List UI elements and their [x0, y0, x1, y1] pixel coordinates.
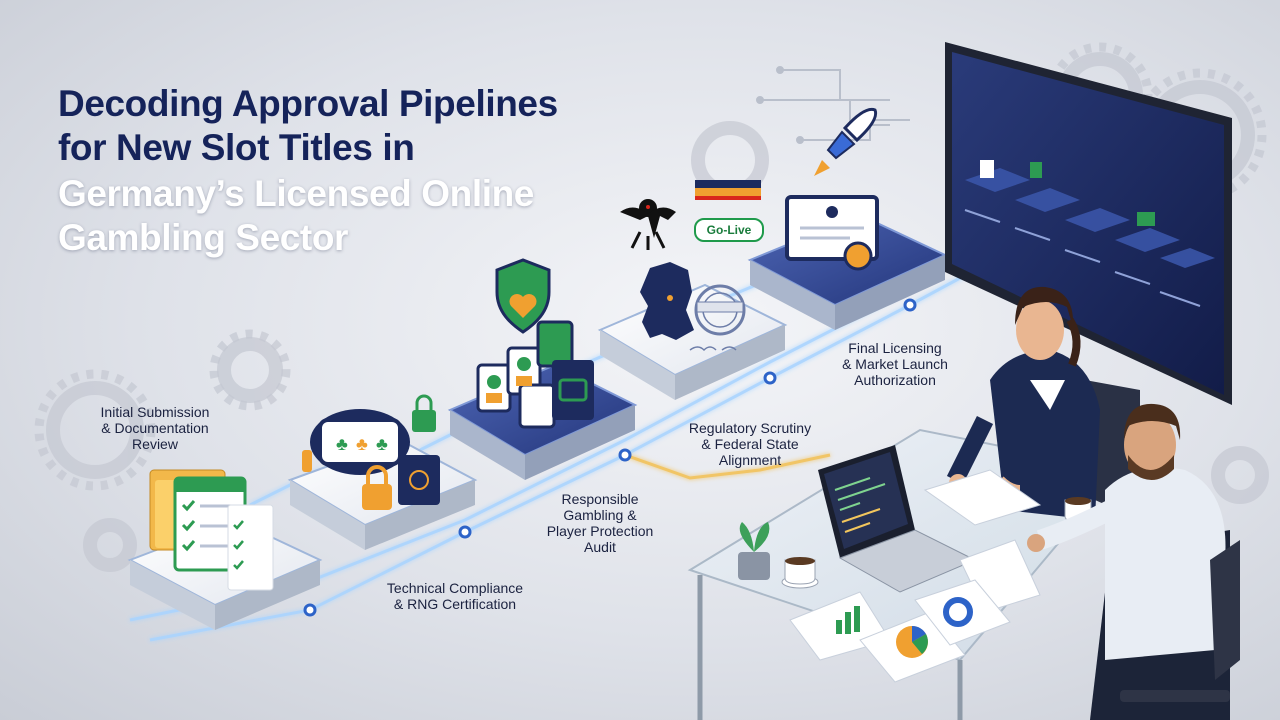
certificate-seal-icon [785, 195, 879, 271]
svg-text:♣: ♣ [356, 434, 368, 454]
eagle-icon [620, 199, 676, 250]
coffee-cup-icon [781, 557, 819, 589]
laptop-code-icon [818, 445, 977, 593]
title-line-1: Decoding Approval Pipelines [58, 83, 558, 124]
padlock-icon [362, 465, 392, 510]
flag-icon [695, 180, 761, 200]
stage-label-4: Regulatory Scrutiny & Federal State Alig… [688, 420, 812, 468]
man-analyst [1027, 403, 1230, 720]
platform-stage-4 [597, 283, 788, 400]
svg-text:♣: ♣ [336, 434, 348, 454]
shield-heart-icon [495, 258, 551, 334]
circuit-traces [756, 66, 910, 144]
documents-checklist-icon [149, 469, 274, 591]
player-protection-cards [476, 320, 594, 429]
stage-label-1: Initial Submission & Documentation Revie… [100, 404, 210, 452]
title-line-2: for New Slot Titles in [58, 127, 415, 168]
svg-text:♣: ♣ [376, 434, 388, 454]
rocket-icon [814, 107, 878, 176]
padlock-icon [412, 394, 436, 432]
stage-label-2: Technical Compliance & RNG Certification [386, 580, 524, 612]
title-line-4: Gambling Sector [58, 217, 349, 258]
go-live-badge: Go-Live [694, 218, 764, 242]
flow-line-gold [624, 453, 831, 480]
desk-papers [789, 469, 1042, 683]
wall-monitor-icon [945, 42, 1232, 405]
chair [1120, 540, 1240, 702]
stage-label-5: Final Licensing & Market Launch Authoriz… [842, 340, 948, 388]
plant-icon [738, 522, 770, 580]
stage-label-3: Responsible Gambling & Player Protection… [546, 491, 654, 555]
germany-map-stamp-icon [640, 262, 746, 352]
slot-reel-lock-icon: ♣ ♣ ♣ [302, 394, 440, 510]
title-line-3: Germany’s Licensed Online [58, 173, 534, 214]
